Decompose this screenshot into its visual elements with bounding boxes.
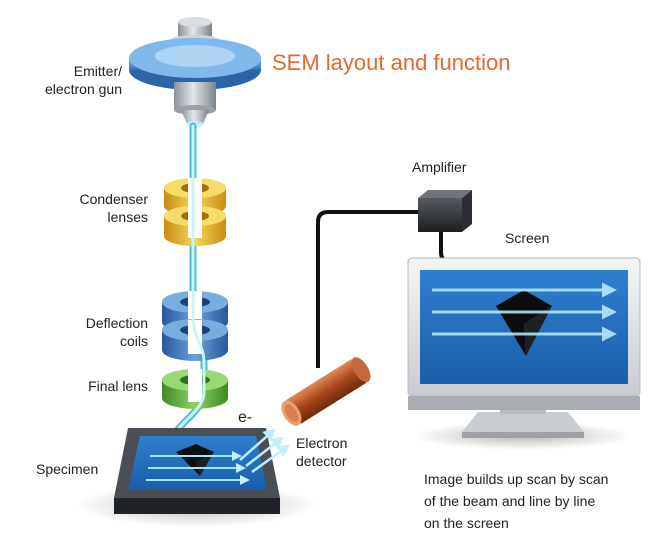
- detector-label-line2: detector: [296, 453, 347, 469]
- caption-line3: on the screen: [424, 515, 509, 531]
- emitter-label: Emitter/ electron gun: [40, 62, 122, 98]
- deflection-label: Deflection coils: [40, 314, 148, 350]
- emitter-label-line1: Emitter/: [73, 63, 122, 79]
- specimen-stage: [76, 428, 316, 527]
- specimen-label: Specimen: [36, 461, 99, 477]
- final-lens: [162, 369, 228, 409]
- condenser-label-line2: lenses: [107, 209, 148, 225]
- emitter-label-line2: electron gun: [44, 81, 122, 97]
- electron-beam-core: [174, 175, 206, 433]
- monitor: [407, 257, 641, 450]
- caption-line2: of the beam and line by line: [424, 493, 596, 509]
- scan-caption: Image builds up scan by scan of the beam…: [424, 468, 654, 534]
- detector-label: Electron detector: [296, 434, 347, 470]
- diagram-title: SEM layout and function: [272, 50, 511, 75]
- detector-label-line1: Electron: [296, 435, 348, 451]
- amplifier-box: [418, 190, 472, 232]
- amplifier-label: Amplifier: [412, 159, 467, 175]
- electron-symbol: e-: [238, 409, 253, 426]
- condenser-label: Condenser lenses: [40, 190, 149, 226]
- deflection-label-line1: Deflection: [85, 315, 148, 331]
- deflection-label-line2: coils: [119, 333, 148, 349]
- caption-line1: Image builds up scan by scan: [424, 471, 609, 487]
- screen-display: [432, 282, 617, 356]
- condenser-lenses: [164, 178, 226, 246]
- condenser-label-line1: Condenser: [79, 191, 149, 207]
- emitter-electron-gun: [129, 17, 261, 127]
- secondary-electrons: [239, 428, 291, 474]
- screen-label: Screen: [505, 230, 550, 246]
- electron-detector: [281, 357, 371, 426]
- final-lens-label: Final lens: [88, 378, 148, 394]
